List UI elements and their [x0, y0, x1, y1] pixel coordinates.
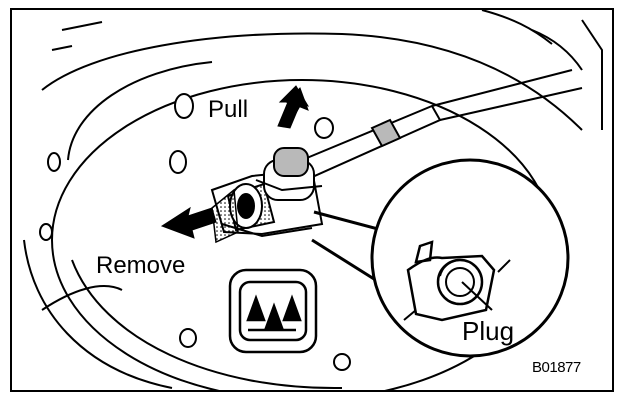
plug-label: Plug [462, 316, 515, 346]
remove-arrow [160, 206, 217, 239]
quick-connector [210, 147, 324, 238]
diagram-illustration [23, 10, 603, 390]
detail-callout [311, 158, 570, 358]
plug-leader-line [461, 281, 493, 311]
electrical-connector [228, 268, 318, 354]
figure-code: B01877 [532, 359, 581, 376]
pull-arrow [277, 85, 310, 129]
remove-label: Remove [96, 252, 186, 279]
fuel-hose [300, 69, 583, 180]
diagram-frame: Pull Remove Plug B01877 [10, 8, 614, 392]
retainer-clip [211, 188, 239, 244]
pull-label: Pull [208, 96, 249, 123]
fuel-tank-outline [23, 10, 603, 389]
